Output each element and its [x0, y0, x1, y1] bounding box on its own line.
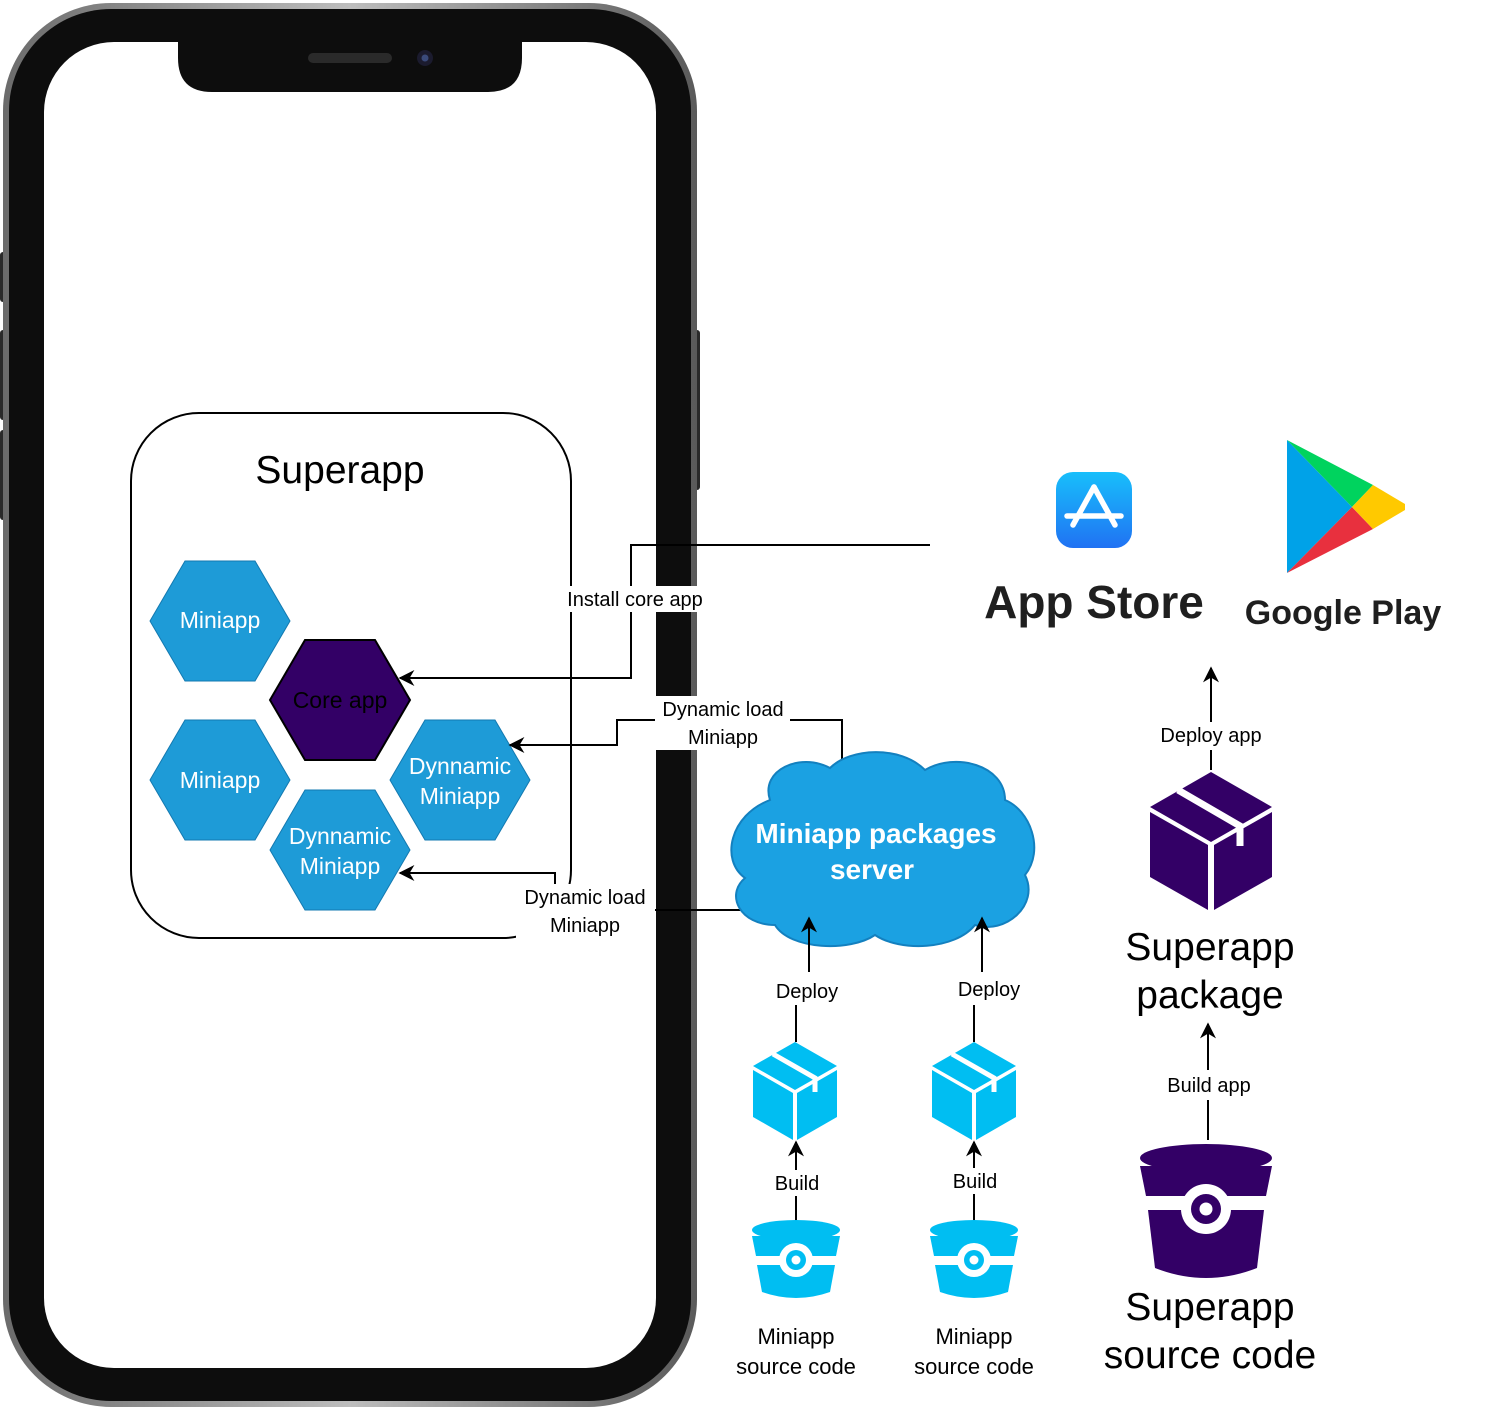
edge-build-2-label: Build: [953, 1171, 997, 1193]
edge-deploy-2: [974, 918, 982, 1042]
dynamic-miniapp-1-label-line2: Miniapp: [420, 783, 501, 809]
edge-dynamic-load-1: [510, 719, 843, 762]
app-store-icon: [1056, 472, 1132, 548]
edge-deploy-1-label: Deploy: [776, 981, 838, 1003]
superapp-package-label-line1: Superapp: [1125, 926, 1294, 969]
phone-speaker: [308, 53, 392, 63]
superapp-package-label-line2: package: [1136, 974, 1283, 1017]
miniapp-hex-1-label: Miniapp: [180, 607, 261, 633]
server-label-line2: server: [830, 854, 914, 885]
superapp-source-label-line2: source code: [1104, 1334, 1316, 1377]
edge-deploy-2-label: Deploy: [958, 979, 1020, 1001]
edge-build-1-label: Build: [775, 1173, 819, 1195]
miniapp-source-1-label-line2: source code: [736, 1354, 856, 1379]
miniapp-source-2-label-line2: source code: [914, 1354, 1034, 1379]
edge-build-app-label: Build app: [1167, 1075, 1250, 1097]
dynamic-miniapp-1-label-line1: Dynnamic: [409, 753, 511, 779]
miniapp-packages-server-cloud[interactable]: Miniapp packages server: [730, 751, 1036, 948]
superapp-source-bucket: [1140, 1144, 1272, 1278]
edge-dynamic-load-1-label-line1: Dynamic load: [662, 699, 783, 721]
miniapp-source-2-label-line1: Miniapp: [935, 1324, 1012, 1349]
miniapp-hex-2-label: Miniapp: [180, 767, 261, 793]
edge-dynamic-load-2-label-line1: Dynamic load: [524, 887, 645, 909]
superapp-container: [130, 412, 572, 939]
miniapp-package-box-2: [932, 1042, 1016, 1140]
server-label-line1: Miniapp packages: [755, 818, 996, 849]
dynamic-miniapp-2-label-line1: Dynnamic: [289, 823, 391, 849]
google-play-icon: [1287, 440, 1405, 573]
google-play-label: Google Play: [1245, 594, 1442, 632]
miniapp-hex-2[interactable]: Miniapp: [149, 719, 291, 841]
edge-deploy-app-label: Deploy app: [1160, 725, 1261, 747]
app-store-label: App Store: [984, 576, 1204, 628]
core-app-hex[interactable]: Core app: [268, 639, 412, 761]
edge-install-core-app-label: Install core app: [567, 589, 703, 611]
dynamic-miniapp-2-label-line2: Miniapp: [300, 853, 381, 879]
miniapp-package-box-1: [753, 1042, 837, 1140]
miniapp-source-bucket-2: [930, 1220, 1018, 1298]
edge-dynamic-load-2-label-line2: Miniapp: [550, 915, 620, 937]
google-play-logo[interactable]: Google Play: [1245, 440, 1442, 632]
superapp-title: Superapp: [255, 449, 424, 492]
miniapp-source-1-label-line1: Miniapp: [757, 1324, 834, 1349]
superapp-package-box: [1150, 772, 1272, 910]
phone-notch: [178, 40, 522, 92]
superapp-source-label-line1: Superapp: [1125, 1286, 1294, 1329]
edge-dynamic-load-1-label-line2: Miniapp: [688, 727, 758, 749]
edge-deploy-1: [796, 918, 809, 1042]
miniapp-hex-1[interactable]: Miniapp: [149, 560, 291, 682]
dynamic-miniapp-hex-2[interactable]: Dynnamic Miniapp: [269, 789, 411, 911]
core-app-label: Core app: [293, 687, 388, 713]
miniapp-source-bucket-1: [752, 1220, 840, 1298]
app-store-logo[interactable]: App Store: [984, 472, 1204, 628]
